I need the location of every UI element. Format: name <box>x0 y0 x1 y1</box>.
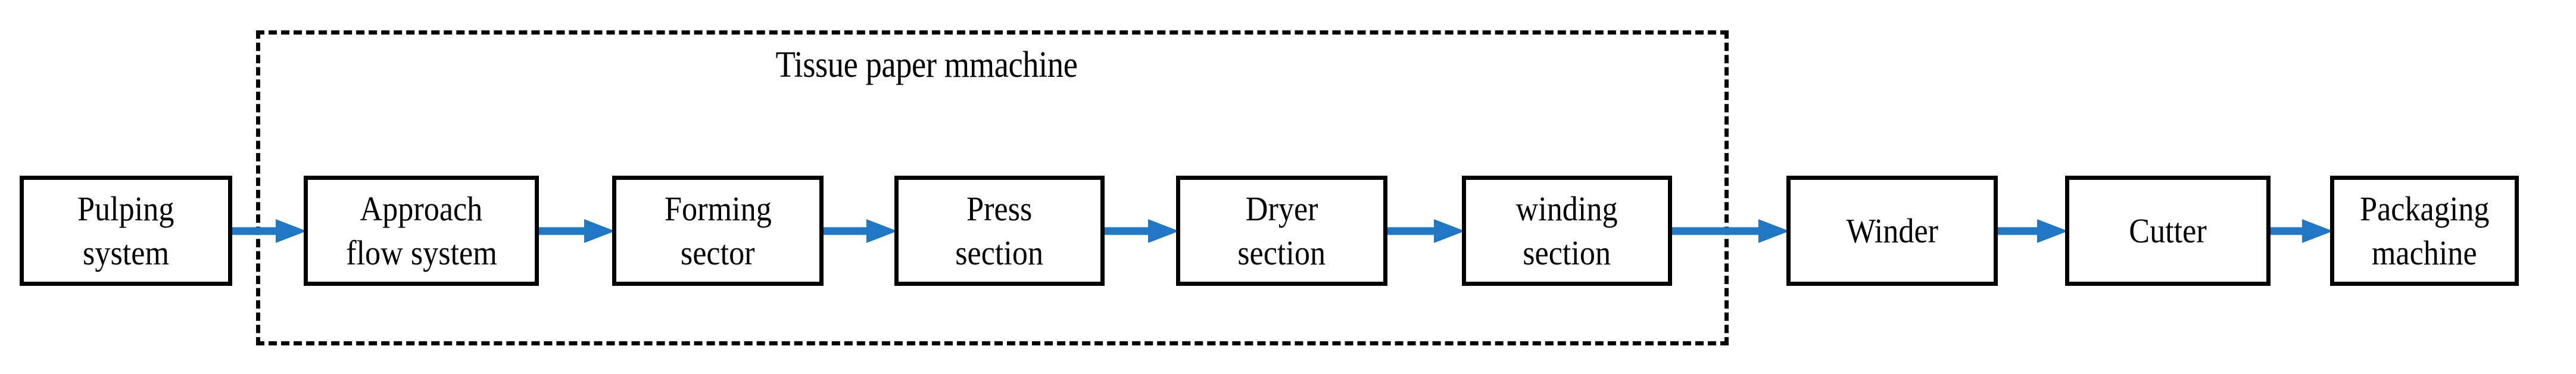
process-node-label: section <box>1523 233 1611 272</box>
process-node-press-section[interactable]: Press section <box>894 176 1105 286</box>
process-node-label: Cutter <box>2129 211 2207 250</box>
process-node-label: Winder <box>1846 211 1938 250</box>
process-node-winding-section[interactable]: winding section <box>1462 176 1672 286</box>
process-node-pulping-system[interactable]: Pulping system <box>20 176 232 286</box>
process-node-label: Dryer <box>1245 189 1318 229</box>
process-node-label: system <box>82 233 170 272</box>
tissue-paper-machine-group-frame <box>256 30 1729 345</box>
flow-arrow-winding-to-winder <box>1669 218 1789 244</box>
process-node-label: Approach <box>360 189 483 229</box>
process-node-label: section <box>955 233 1044 272</box>
process-node-label: Packaging <box>2359 189 2490 229</box>
flow-arrow-press-to-dryer <box>1102 218 1179 244</box>
process-node-approach-flow-system[interactable]: Approach flow system <box>304 176 539 286</box>
flow-arrow-cutter-to-packaging <box>2268 218 2333 244</box>
process-node-forming-sector[interactable]: Forming sector <box>612 176 824 286</box>
process-node-packaging-machine[interactable]: Packaging machine <box>2330 176 2519 286</box>
process-node-cutter[interactable]: Cutter <box>2065 176 2271 286</box>
process-node-label: flow system <box>345 233 497 272</box>
process-node-label: section <box>1237 233 1326 272</box>
tissue-paper-machine-group-label: Tissue paper mmachine <box>775 45 1078 85</box>
process-node-label: Forming <box>664 189 772 229</box>
process-node-winder[interactable]: Winder <box>1786 176 1998 286</box>
flow-arrow-dryer-to-winding <box>1384 218 1465 244</box>
flow-arrow-winder-to-cutter <box>1995 218 2068 244</box>
process-node-label: winding <box>1515 189 1618 229</box>
process-node-label: sector <box>681 233 755 272</box>
process-node-dryer-section[interactable]: Dryer section <box>1176 176 1387 286</box>
flow-arrow-approach-to-forming <box>536 218 615 244</box>
process-node-label: Press <box>966 189 1033 229</box>
process-node-label: Pulping <box>77 189 174 229</box>
process-node-label: machine <box>2372 233 2477 272</box>
flow-arrow-forming-to-press <box>821 218 897 244</box>
flow-arrow-pulping-to-approach <box>229 218 307 244</box>
